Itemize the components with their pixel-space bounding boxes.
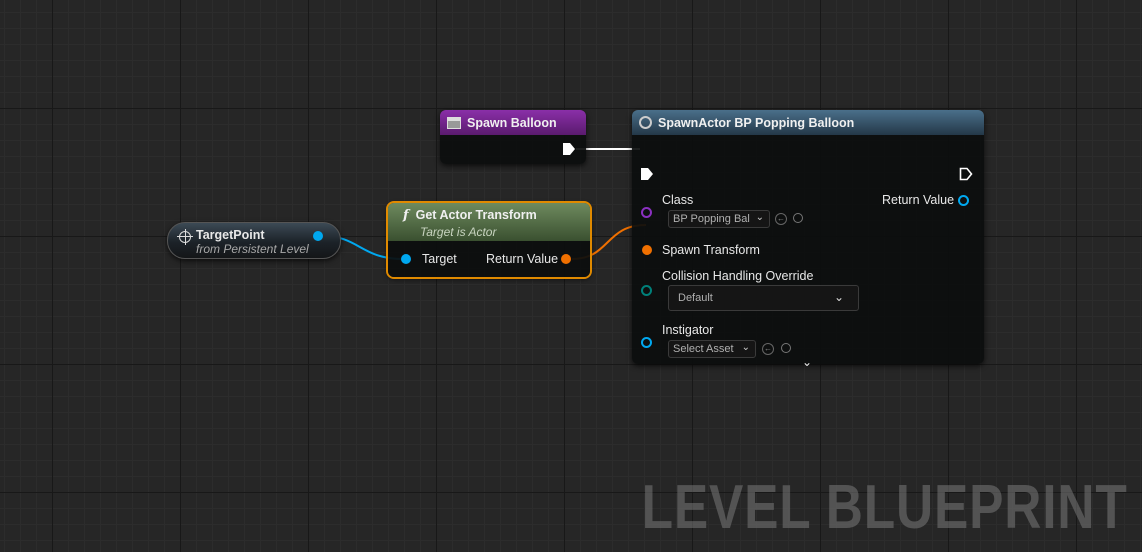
exec-in-pin[interactable] [640, 167, 654, 181]
instigator-pin[interactable] [641, 337, 652, 348]
return-value-label: Return Value [882, 193, 955, 207]
class-label: Class [662, 193, 694, 207]
spawn-node-title: SpawnActor BP Popping Balloon [658, 115, 855, 130]
level-blueprint-watermark: LEVEL BLUEPRINT [641, 473, 1128, 542]
class-dropdown-value: BP Popping Bal [673, 213, 750, 225]
function-icon: f [403, 208, 409, 223]
spawn-node-body: Class BP Popping Bal ⌄ ← Return Value Sp… [632, 135, 984, 369]
transform-node-subtitle: Target is Actor [420, 225, 497, 239]
exec-out-pin[interactable] [562, 142, 576, 156]
instigator-dropdown-value: Select Asset [673, 343, 734, 355]
collision-dropdown[interactable]: Default ⌄ [668, 285, 859, 311]
transform-node-title: Get Actor Transform [415, 208, 537, 222]
target-node-subtitle: from Persistent Level [196, 242, 309, 256]
browse-arrow-icon[interactable]: ← [775, 213, 787, 225]
target-point-node[interactable]: TargetPoint from Persistent Level [167, 222, 341, 259]
spawn-transform-label: Spawn Transform [662, 243, 760, 257]
instigator-dropdown[interactable]: Select Asset ⌄ [668, 340, 756, 358]
collision-label: Collision Handling Override [662, 269, 814, 283]
transform-node-body: Target Return Value [388, 241, 590, 277]
chevron-down-icon: ⌄ [755, 212, 764, 223]
transform-node-header[interactable]: f Get Actor Transform Target is Actor [388, 203, 590, 241]
spawn-actor-node[interactable]: SpawnActor BP Popping Balloon Class BP P… [632, 110, 984, 369]
return-value-label: Return Value [486, 252, 559, 266]
chevron-down-icon: ⌄ [741, 342, 750, 353]
exec-out-pin[interactable] [959, 167, 973, 181]
browse-arrow-icon[interactable]: ← [762, 343, 774, 355]
search-icon[interactable] [781, 343, 791, 353]
spawn-actor-icon [639, 116, 652, 129]
event-node-title: Spawn Balloon [467, 115, 557, 130]
spawn-balloon-event-node[interactable]: Spawn Balloon [440, 110, 586, 164]
collision-dropdown-value: Default [678, 292, 713, 304]
target-point-out-pin[interactable] [313, 231, 323, 241]
event-icon [447, 116, 461, 129]
spawn-transform-pin[interactable] [642, 245, 652, 255]
class-pin[interactable] [641, 207, 652, 218]
return-value-pin[interactable] [958, 195, 969, 206]
target-in-pin[interactable] [401, 254, 411, 264]
chevron-down-icon: ⌄ [833, 290, 844, 304]
crosshair-v-line [184, 229, 186, 245]
event-node-body [440, 135, 586, 164]
return-value-pin[interactable] [561, 254, 571, 264]
search-icon[interactable] [793, 213, 803, 223]
expand-chevron-icon[interactable]: ⌄ [802, 355, 813, 369]
class-dropdown[interactable]: BP Popping Bal ⌄ [668, 210, 770, 228]
target-node-title: TargetPoint [196, 228, 265, 242]
collision-pin[interactable] [641, 285, 652, 296]
instigator-label: Instigator [662, 323, 714, 337]
event-node-header[interactable]: Spawn Balloon [440, 110, 586, 135]
get-actor-transform-node[interactable]: f Get Actor Transform Target is Actor Ta… [386, 201, 592, 279]
spawn-node-header[interactable]: SpawnActor BP Popping Balloon [632, 110, 984, 135]
target-label: Target [422, 252, 457, 266]
